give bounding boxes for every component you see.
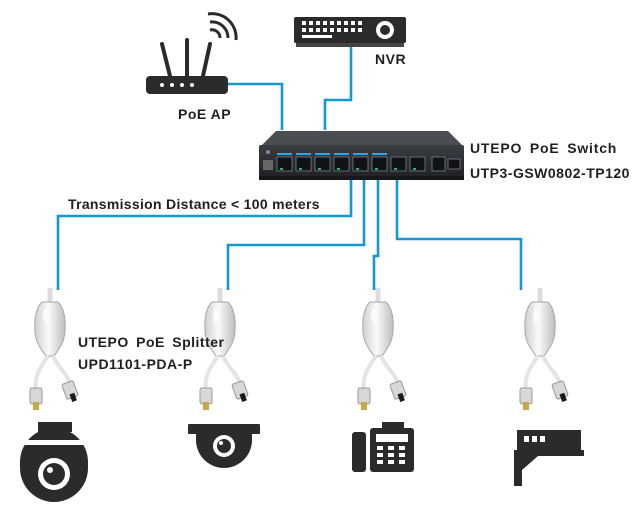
- splitter-model-label: UPD1101-PDA-P: [78, 356, 193, 372]
- splitter-4: [520, 288, 568, 410]
- poe-ap-label: PoE AP: [178, 106, 232, 122]
- switch-ports: [276, 153, 426, 172]
- cable-camera: [56, 180, 353, 290]
- switch-brand-label: UTEPO PoE Switch: [470, 140, 618, 156]
- cable-access: [395, 180, 523, 290]
- dome-camera-icon: [188, 424, 260, 468]
- splitter-brand-label: UTEPO PoE Splitter: [78, 334, 225, 350]
- cables: [56, 43, 523, 290]
- cable-dome: [226, 180, 366, 290]
- switch-model-label: UTP3-GSW0802-TP120: [470, 165, 630, 181]
- cable-ap: [205, 82, 284, 130]
- access-controller-icon: [514, 430, 584, 486]
- cable-phone: [372, 180, 380, 290]
- cable-nvr: [323, 43, 353, 130]
- distance-label: Transmission Distance < 100 meters: [68, 196, 320, 212]
- nvr-label: NVR: [375, 51, 407, 67]
- nvr-icon: [294, 17, 406, 47]
- ptz-camera-icon: [20, 422, 88, 502]
- splitter-1: [30, 288, 78, 410]
- router-icon: [146, 12, 238, 94]
- ip-phone-icon: [352, 422, 414, 472]
- splitter-3: [358, 288, 406, 410]
- poe-switch: [259, 131, 464, 180]
